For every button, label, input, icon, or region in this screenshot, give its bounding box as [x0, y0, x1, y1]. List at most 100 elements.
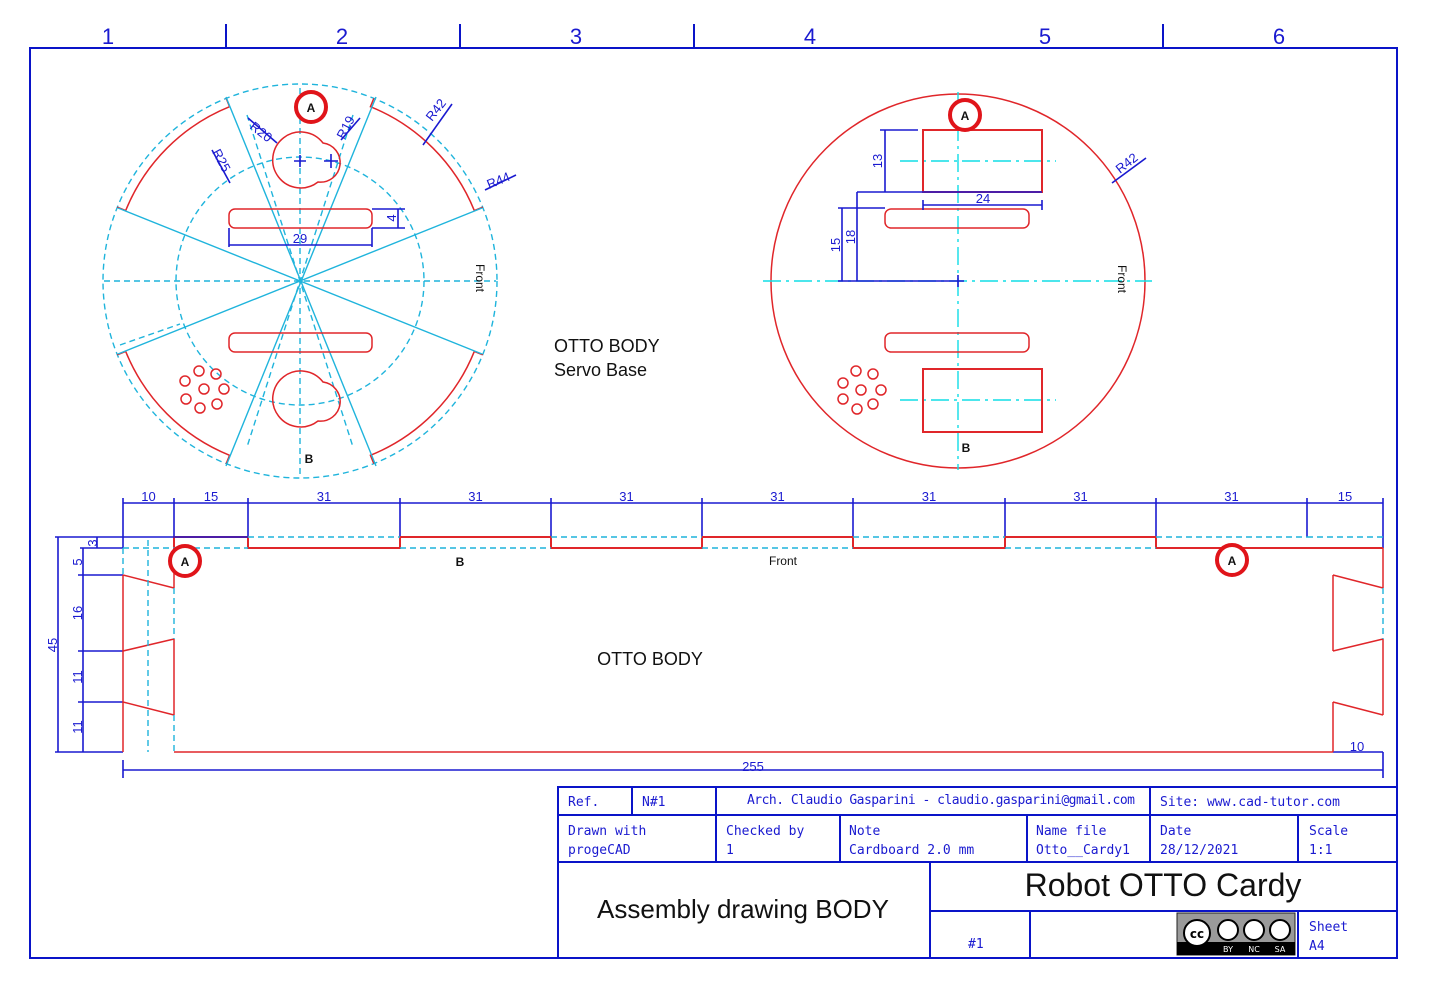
dim-label: 31 — [619, 489, 633, 504]
strip-cut-outline — [122, 548, 1384, 753]
speaker-hole — [218, 383, 230, 395]
ref-value: N#1 — [642, 795, 665, 810]
dim-10: 10 — [1350, 739, 1364, 754]
dim-5: 5 — [70, 558, 85, 565]
slot-bottom — [884, 332, 1030, 353]
marker-a: A — [961, 109, 970, 123]
date-label: Date — [1160, 824, 1191, 839]
servo-base-bottom-view: 13 24 18 15 R42 Front A B — [763, 92, 1152, 470]
view-title-line1: OTTO BODY — [554, 336, 660, 356]
keyhole-cutout-top — [272, 131, 341, 189]
radius-r42: R42 — [1113, 150, 1141, 177]
speaker-hole — [193, 365, 205, 377]
name-file-value: Otto__Cardy1 — [1036, 843, 1130, 858]
speaker-hole — [198, 383, 210, 395]
checked-by-label: Checked by — [726, 824, 804, 839]
zone-label: 3 — [570, 24, 582, 49]
note-value: Cardboard 2.0 mm — [849, 843, 974, 858]
scale-label: Scale — [1309, 824, 1348, 839]
speaker-hole — [180, 393, 192, 405]
note-label: Note — [849, 824, 880, 839]
zone-label: 4 — [804, 24, 816, 49]
dim-label: 15 — [1338, 489, 1352, 504]
radius-r19: R19 — [333, 113, 357, 141]
cut-arc — [117, 350, 231, 464]
marker-a: A — [181, 555, 190, 569]
dim-slot-length: 29 — [293, 231, 307, 246]
creative-commons-license-badge: cc BY NC SA — [1176, 912, 1296, 956]
servo-cutout-bottom — [922, 368, 1043, 433]
radius-r20: R20 — [247, 119, 275, 146]
speaker-hole — [850, 365, 862, 377]
dim-label: 31 — [922, 489, 936, 504]
marker-a-circle — [294, 90, 328, 124]
zone-label: 1 — [102, 24, 114, 49]
dim-45: 45 — [45, 638, 60, 652]
dim-11: 11 — [70, 720, 85, 734]
speaker-hole — [211, 398, 223, 410]
view-title-line2: Servo Base — [554, 360, 647, 380]
marker-a: A — [1228, 554, 1237, 568]
marker-a-circle — [1215, 543, 1249, 577]
speaker-hole — [867, 368, 879, 380]
dim-3: 3 — [85, 539, 100, 546]
dim-18: 18 — [843, 230, 858, 244]
radius-r44: R44 — [485, 169, 513, 192]
speaker-hole — [837, 377, 849, 389]
dim-15: 15 — [828, 238, 843, 252]
speaker-hole — [194, 402, 206, 414]
project-title: Robot OTTO Cardy — [1025, 867, 1302, 903]
nc-label: NC — [1248, 945, 1260, 954]
speaker-hole — [179, 375, 191, 387]
marker-b: B — [305, 452, 314, 466]
dimension-lines — [55, 536, 1384, 778]
dim-24: 24 — [976, 191, 990, 206]
dimension-lines — [211, 103, 517, 247]
sa-label: SA — [1275, 945, 1286, 954]
slot-top — [884, 208, 1030, 229]
zone-label: 2 — [336, 24, 348, 49]
speaker-hole — [875, 384, 887, 396]
strip-top-edge — [123, 536, 1383, 549]
center-marks — [294, 154, 338, 168]
strip-fold-lines — [122, 540, 1384, 752]
scale-value: 1:1 — [1309, 843, 1332, 858]
marker-b: B — [456, 555, 465, 569]
dim-label: 31 — [317, 489, 331, 504]
dim-label: 31 — [1224, 489, 1238, 504]
dim-13: 13 — [870, 154, 885, 168]
marker-b: B — [962, 441, 971, 455]
dim-label: 10 — [141, 489, 155, 504]
marker-a: A — [307, 101, 316, 115]
by-label: BY — [1223, 945, 1233, 954]
speaker-hole — [851, 403, 863, 415]
speaker-holes — [179, 365, 230, 414]
dim-label: 31 — [468, 489, 482, 504]
zone-label: 5 — [1039, 24, 1051, 49]
front-label: Front — [1115, 265, 1129, 294]
zone-ruler: 1 2 3 4 5 6 — [102, 24, 1285, 49]
radius-r25: R25 — [209, 146, 233, 174]
outer-fold-circle — [102, 83, 498, 479]
drawing-number: #1 — [968, 937, 984, 952]
dimension-lines — [838, 129, 1147, 287]
dim-label: 15 — [204, 489, 218, 504]
ref-label: Ref. — [568, 795, 599, 810]
cut-arc — [369, 98, 483, 212]
speaker-holes — [837, 365, 887, 415]
speaker-hole — [210, 368, 222, 380]
sheet-label: Sheet — [1309, 920, 1348, 935]
speaker-hole — [855, 384, 867, 396]
dim-16: 16 — [70, 606, 85, 620]
checked-by-value: 1 — [726, 843, 734, 858]
dim-255: 255 — [742, 759, 764, 774]
title-block: Ref. N#1 Arch. Claudio Gasparini - claud… — [557, 786, 1398, 959]
drawing-title: Assembly drawing BODY — [597, 894, 889, 924]
speaker-hole — [867, 398, 879, 410]
cut-arcs — [117, 98, 483, 464]
author: Arch. Claudio Gasparini - claudio.gaspar… — [747, 793, 1135, 808]
drawn-with-label: Drawn with — [568, 824, 646, 839]
